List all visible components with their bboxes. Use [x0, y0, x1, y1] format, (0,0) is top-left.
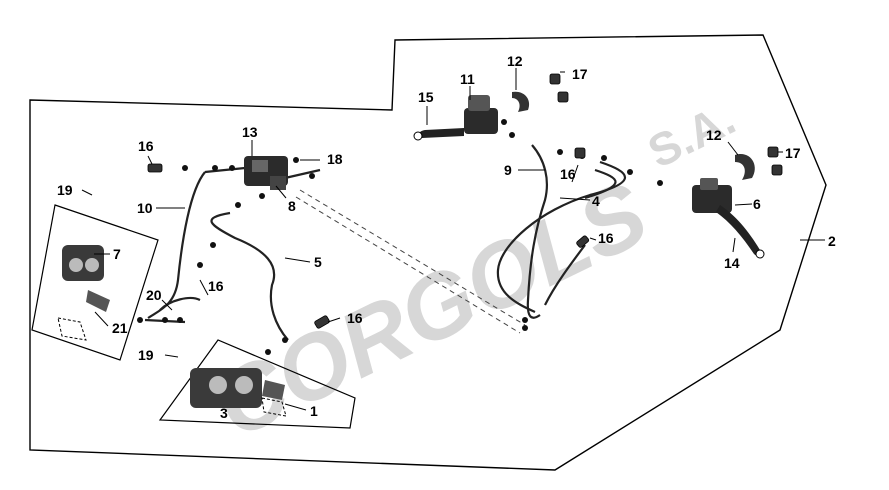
callout-4: 4: [592, 193, 600, 209]
callout-21: 21: [112, 320, 128, 336]
hose-16-right: [544, 244, 586, 306]
master-cylinder-13: [244, 156, 288, 190]
callout-1: 1: [310, 403, 318, 419]
bolt-16-d: [574, 147, 586, 159]
callout-16-a: 16: [138, 138, 154, 154]
clamp-12-left: [512, 91, 530, 112]
hose-20: [159, 296, 201, 311]
guide-lines: [295, 189, 526, 334]
leader-lines: [81, 68, 825, 411]
caliper-7: [62, 245, 110, 312]
callout-3: 3: [220, 405, 228, 421]
watermark-suffix: S.A.: [640, 92, 743, 178]
callout-16-b: 16: [208, 278, 224, 294]
bolt-16-c: [576, 235, 590, 248]
watermark-suffix-text: S.A.: [640, 92, 743, 178]
callout-16-e: 16: [598, 230, 614, 246]
bolt-17-c: [767, 146, 779, 158]
callout-10: 10: [137, 200, 153, 216]
clamp-12-right: [735, 154, 755, 180]
brake-pad-1: [261, 397, 287, 417]
callout-16-d: 16: [560, 166, 576, 182]
callout-7: 7: [113, 246, 121, 262]
callout-20: 20: [146, 287, 162, 303]
callout-5: 5: [314, 254, 322, 270]
bolts: [147, 73, 783, 329]
inset-panel-left: [31, 204, 159, 361]
bolt-16-b: [314, 315, 330, 329]
callout-2: 2: [828, 233, 836, 249]
callout-11: 11: [460, 71, 475, 87]
callout-19-b: 19: [138, 347, 154, 363]
callout-12-left: 12: [507, 53, 523, 69]
callout-13: 13: [242, 124, 258, 140]
hose-4: [496, 160, 627, 313]
bolt-16-a: [147, 163, 163, 173]
hose-9: [526, 144, 549, 319]
callout-14: 14: [724, 255, 740, 271]
hose-from-13: [204, 166, 246, 174]
caliper-3: [190, 368, 285, 408]
callout-9: 9: [504, 162, 512, 178]
assembly-outline: [29, 34, 827, 471]
inset-panel-bottom: [158, 339, 356, 429]
hose-13-right: [284, 168, 321, 180]
callout-19-a: 19: [57, 182, 73, 198]
callout-18: 18: [327, 151, 343, 167]
master-cylinder-6: [692, 178, 765, 259]
callout-labels: 1 2 3 4 5 6 7 8 9 10 11 12 12 13 14 15 1…: [57, 53, 836, 421]
callout-17-a: 17: [572, 66, 588, 82]
brake-pad-21: [57, 317, 87, 341]
bolt-17-b: [557, 91, 569, 103]
callout-6: 6: [753, 196, 761, 212]
callout-16-c: 16: [347, 310, 363, 326]
hose-4b: [584, 168, 617, 200]
callout-12-right: 12: [706, 127, 722, 143]
bolt-17-d: [771, 164, 783, 176]
callout-17-b: 17: [785, 145, 801, 161]
callout-8: 8: [288, 198, 296, 214]
hose-5: [210, 211, 289, 341]
bolt-17-a: [549, 73, 561, 85]
callout-15: 15: [418, 89, 434, 105]
master-cylinder-11: [413, 95, 498, 141]
